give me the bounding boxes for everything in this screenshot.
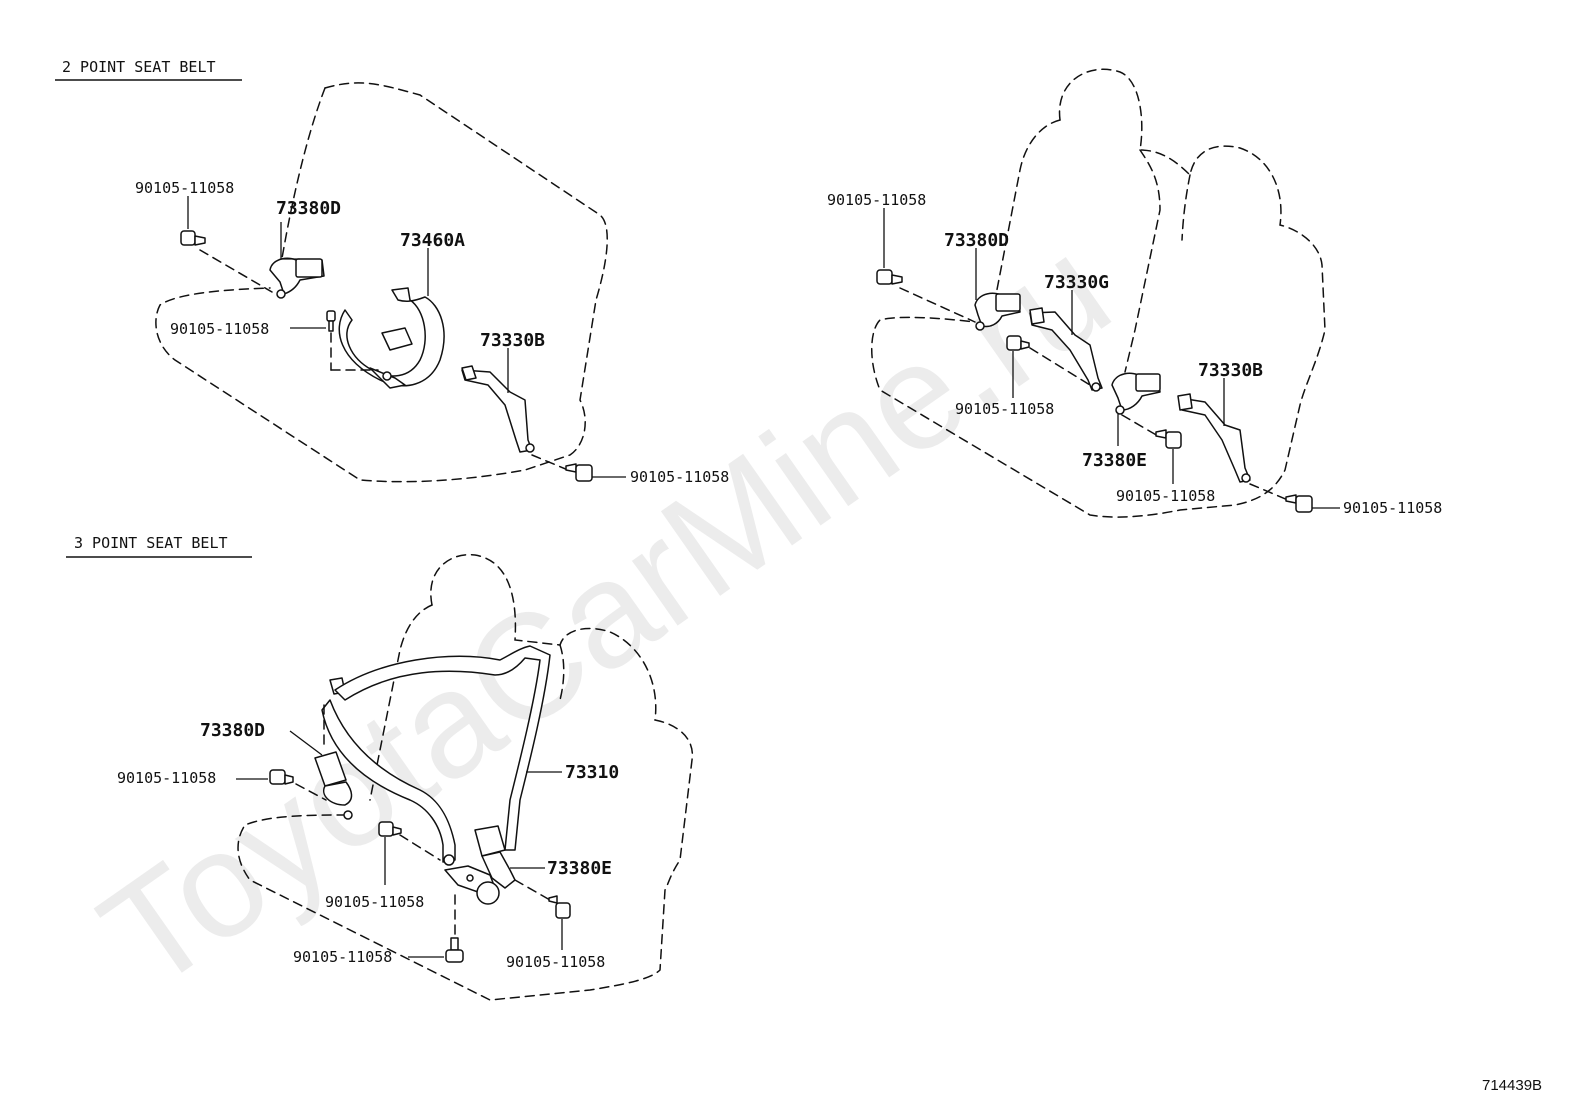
belt-icon[interactable]	[461, 365, 535, 453]
part-label[interactable]: 90105-11058	[506, 953, 605, 971]
part-label[interactable]: 73380D	[200, 720, 265, 741]
bolt-icon[interactable]	[1006, 335, 1030, 351]
part-label[interactable]: 73330G	[1044, 272, 1109, 293]
part-label[interactable]: 73460A	[400, 230, 465, 251]
bolt-icon[interactable]	[378, 821, 402, 837]
part-label[interactable]: 73380D	[944, 230, 1009, 251]
part-label[interactable]: 90105-11058	[170, 320, 269, 338]
diagram-code: 714439B	[1482, 1077, 1542, 1094]
part-label[interactable]: 90105-11058	[117, 769, 216, 787]
buckle-icon[interactable]	[314, 751, 353, 820]
seat-outline	[155, 82, 608, 483]
part-label[interactable]: 90105-11058	[827, 191, 926, 209]
buckle-icon[interactable]	[1111, 372, 1161, 415]
bolt-icon[interactable]	[1155, 429, 1182, 449]
part-label[interactable]: 73310	[565, 762, 619, 783]
bolt-icon[interactable]	[180, 230, 206, 246]
buckle-icon[interactable]	[269, 257, 325, 299]
part-label[interactable]: 90105-11058	[135, 179, 234, 197]
part-label[interactable]: 73380E	[547, 858, 612, 879]
bolt-icon[interactable]	[269, 769, 294, 785]
part-label[interactable]: 73330B	[1198, 360, 1263, 381]
bolt-icon[interactable]	[565, 463, 593, 482]
bolt-icon[interactable]	[445, 937, 464, 963]
part-label[interactable]: 90105-11058	[325, 893, 424, 911]
bench-section: 90105-11058 73380D 73330G 90105-11058	[827, 68, 1442, 518]
part-label[interactable]: 73380E	[1082, 450, 1147, 471]
part-label[interactable]: 90105-11058	[955, 400, 1054, 418]
seat-outline	[871, 68, 1326, 518]
section-title-three-point: 3 POINT SEAT BELT	[74, 534, 228, 552]
three-point-section: 3 POINT SEAT BELT 73310 73380D	[66, 534, 694, 1001]
bolt-icon[interactable]	[876, 269, 903, 285]
part-label[interactable]: 90105-11058	[630, 468, 729, 486]
part-label[interactable]: 90105-11058	[1116, 487, 1215, 505]
two-point-section: 2 POINT SEAT BELT 90105-11058 73380D	[55, 58, 729, 486]
buckle-icon[interactable]	[444, 825, 516, 905]
part-label[interactable]: 90105-11058	[1343, 499, 1442, 517]
part-label[interactable]: 90105-11058	[293, 948, 392, 966]
shoulder-belt-icon[interactable]	[321, 645, 551, 866]
bolt-icon[interactable]	[326, 310, 336, 332]
buckle-icon[interactable]	[974, 292, 1021, 331]
part-label[interactable]: 73330B	[480, 330, 545, 351]
lap-belt-icon[interactable]	[338, 287, 445, 389]
belt-icon[interactable]	[1177, 393, 1251, 483]
bolt-icon[interactable]	[1285, 494, 1313, 513]
bolt-icon[interactable]	[548, 895, 571, 919]
part-label[interactable]: 73380D	[276, 198, 341, 219]
section-title-two-point: 2 POINT SEAT BELT	[62, 58, 216, 76]
